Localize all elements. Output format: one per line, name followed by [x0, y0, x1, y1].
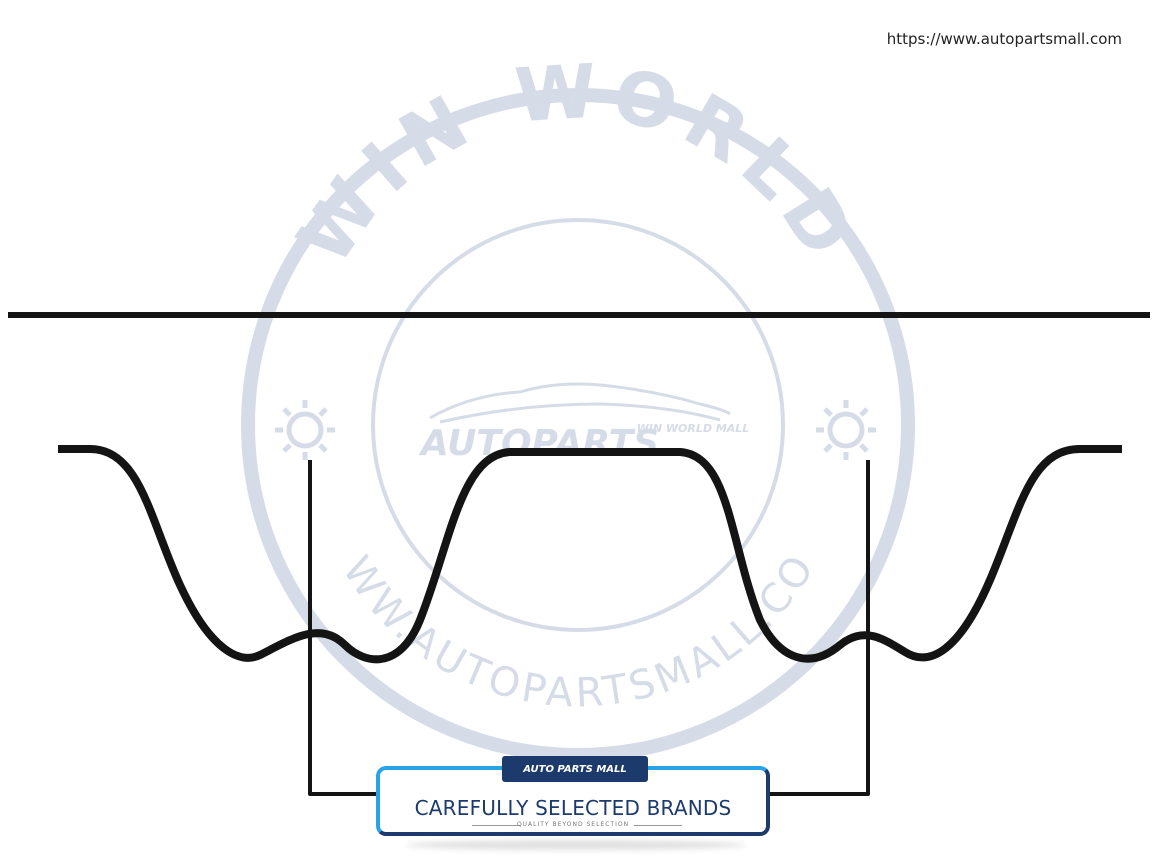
banner-shadow — [406, 840, 746, 850]
divider — [472, 825, 520, 826]
car-logo-icon — [429, 382, 731, 424]
wave-profile — [58, 445, 1122, 664]
watermark-logo-text: AUTOPARTS — [418, 423, 659, 464]
banner-title: CAREFULLY SELECTED BRANDS — [414, 796, 732, 820]
watermark-ring-text: WIN WORLD — [281, 48, 875, 280]
sun-icon — [816, 400, 876, 460]
watermark-inner-ring — [371, 218, 785, 632]
dimension-bracket — [308, 460, 870, 796]
brand-banner: CAREFULLY SELECTED BRANDS QUALITY BEYOND… — [376, 756, 776, 850]
sun-icon — [275, 400, 335, 460]
watermark-logo-sub: WIN WORLD MALL — [637, 422, 750, 435]
banner-subtitle: QUALITY BEYOND SELECTION — [516, 821, 630, 828]
banner-logo-text: AUTO PARTS MALL — [523, 764, 627, 775]
diagram-lines — [8, 312, 1150, 796]
banner-logo-tab: AUTO PARTS MALL — [502, 756, 648, 782]
website-url: https://www.autopartsmall.com — [886, 30, 1122, 48]
divider — [634, 825, 682, 826]
watermark-outer-ring — [241, 88, 915, 762]
